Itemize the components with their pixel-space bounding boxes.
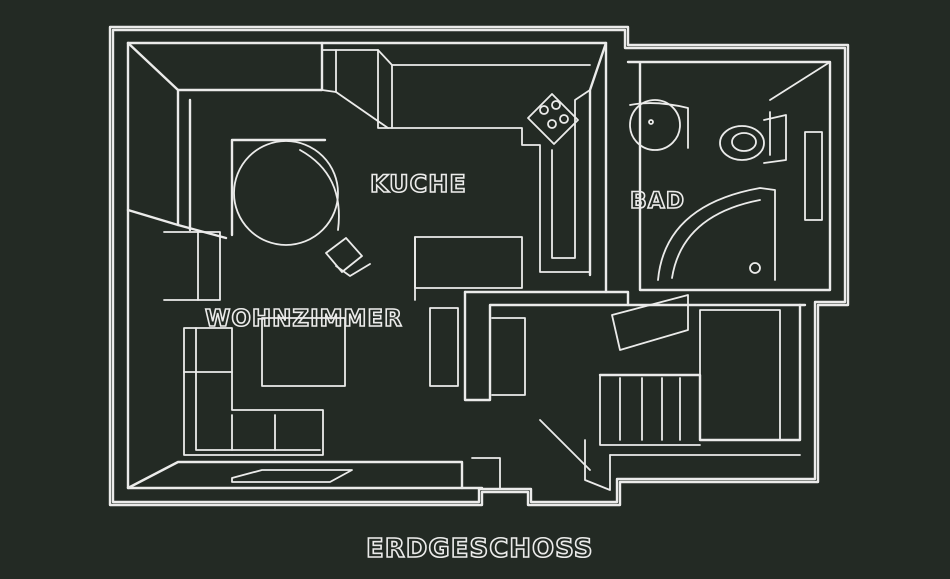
room-labels: KUCHE BAD WOHNZIMMER [204, 169, 685, 333]
room-label-wohnzimmer: WOHNZIMMER [205, 306, 403, 332]
room-label-bad: BAD [630, 189, 685, 214]
kitchen-counter [321, 49, 591, 273]
bathroom [626, 60, 832, 292]
chair-icon [325, 237, 371, 277]
outer-walls [108, 25, 850, 507]
stove-icon [527, 93, 579, 145]
rug [231, 469, 353, 483]
sink-icon [629, 99, 689, 151]
dining-table [233, 140, 340, 246]
kitchen-island [414, 236, 523, 301]
hall-walls [429, 290, 807, 489]
tv-stand [261, 317, 346, 387]
room-label-kuche: KUCHE [370, 170, 467, 198]
sofa [183, 327, 324, 456]
floor-label: ERDGESCHOSS [366, 534, 593, 564]
toilet-icon [719, 111, 787, 164]
stairs [584, 294, 802, 491]
sideboard [163, 231, 221, 301]
